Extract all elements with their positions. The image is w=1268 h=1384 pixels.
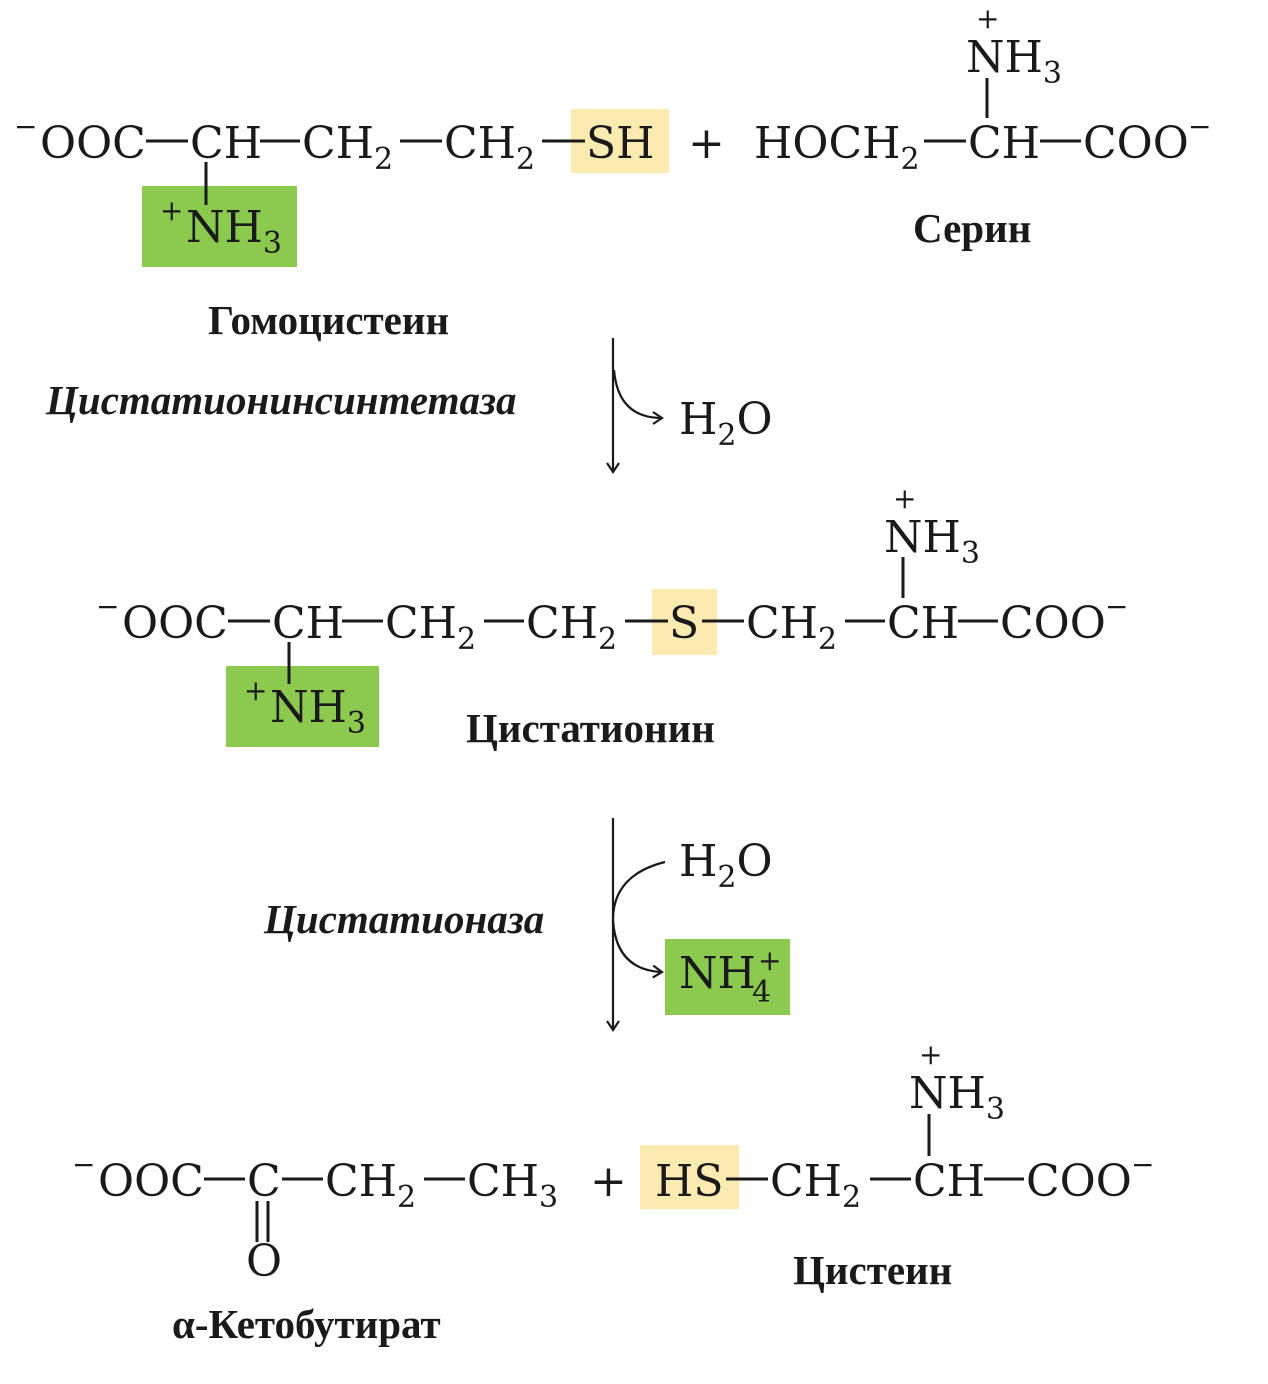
water-molecule: H2O (679, 394, 773, 453)
cysteine: HS CH2 CH COO − + NH3 Цистеин (640, 1038, 1154, 1293)
amino-group: NH3 (186, 202, 282, 261)
sulfur-atom: S (669, 598, 699, 649)
charge-plus: + (919, 1038, 942, 1071)
enzyme-name: Цистатионаза (263, 896, 544, 942)
alpha-carbon: CH (887, 598, 959, 649)
charge-minus: − (1188, 110, 1211, 143)
carboxylate-group: OOC (122, 598, 228, 649)
amino-highlight (226, 666, 379, 747)
carbonyl-carbon: C (247, 1156, 281, 1207)
alpha-carbon: CH (913, 1156, 985, 1207)
carboxylate-group: COO (1026, 1156, 1132, 1207)
plus-sign: + (688, 118, 725, 169)
enzyme-name: Цистатионинсинтетаза (45, 377, 516, 423)
carboxylate-group: OOC (98, 1156, 204, 1207)
amino-group: NH3 (909, 1068, 1005, 1127)
amino-group: NH3 (966, 32, 1062, 91)
charge-plus: + (976, 2, 999, 35)
reaction-step-2: Цистатионаза H2O NH 4 + (263, 818, 790, 1032)
carboxylate-group: COO (1000, 598, 1106, 649)
carbonyl-oxygen: O (246, 1236, 282, 1287)
cystathionine: − OOC CH CH2 CH2 S CH2 CH COO − + NH3 + … (96, 482, 1128, 751)
alpha-ketobutyrate: − OOC C CH2 CH3 O α-Кетобутират (72, 1148, 558, 1347)
charge-minus: − (96, 590, 119, 623)
alpha-carbon: CH (968, 118, 1040, 169)
methylene-group: CH2 (770, 1156, 861, 1215)
charge-minus: − (14, 110, 37, 143)
alpha-carbon: CH (272, 598, 344, 649)
sulfur-highlight (571, 109, 669, 173)
serine: HOCH2 CH COO − + NH3 Серин (754, 2, 1211, 251)
thiol-group: SH (586, 118, 655, 169)
carboxylate-group: OOC (40, 118, 146, 169)
amino-group: NH3 (884, 512, 980, 571)
byproduct-arrow (612, 369, 664, 425)
ammonium-highlight (665, 939, 790, 1015)
sulfur-highlight (640, 1145, 739, 1209)
methylene-group: CH2 (444, 118, 535, 177)
compound-name: Гомоцистеин (208, 297, 449, 343)
plus-sign: + (590, 1156, 627, 1207)
charge-minus: − (1131, 1148, 1154, 1181)
alpha-carbon: CH (190, 118, 262, 169)
charge-plus: + (893, 482, 916, 515)
methylene-group: CH2 (325, 1156, 416, 1215)
water-molecule: H2O (679, 836, 773, 895)
methylene-group: CH2 (385, 598, 476, 657)
charge-plus: + (160, 194, 183, 227)
reaction-step-1: Цистатионинсинтетаза H2O (45, 338, 773, 474)
homocysteine: − OOC CH CH2 CH2 SH + NH3 Гомоцистеин (14, 109, 669, 343)
charge-minus: − (72, 1148, 95, 1181)
methyl-group: CH3 (467, 1156, 558, 1215)
substrate-product-arrow (611, 860, 666, 979)
compound-name: α-Кетобутират (172, 1301, 441, 1347)
thiol-group: HS (655, 1156, 724, 1207)
charge-minus: − (1105, 590, 1128, 623)
amino-group: NH3 (270, 682, 366, 741)
methylene-group: CH2 (302, 118, 393, 177)
subscript: 4 (752, 975, 771, 1010)
amino-highlight (142, 186, 297, 267)
charge-plus: + (758, 944, 781, 977)
methylene-group: CH2 (746, 598, 837, 657)
methylene-group: CH2 (526, 598, 617, 657)
carboxylate-group: COO (1083, 118, 1189, 169)
compound-name: Серин (913, 205, 1031, 251)
hydroxymethyl-group: HOCH2 (754, 118, 920, 177)
compound-name: Цистеин (793, 1247, 952, 1293)
compound-name: Цистатионин (466, 705, 715, 751)
charge-plus: + (244, 674, 267, 707)
ammonium-ion: NH (679, 948, 756, 999)
